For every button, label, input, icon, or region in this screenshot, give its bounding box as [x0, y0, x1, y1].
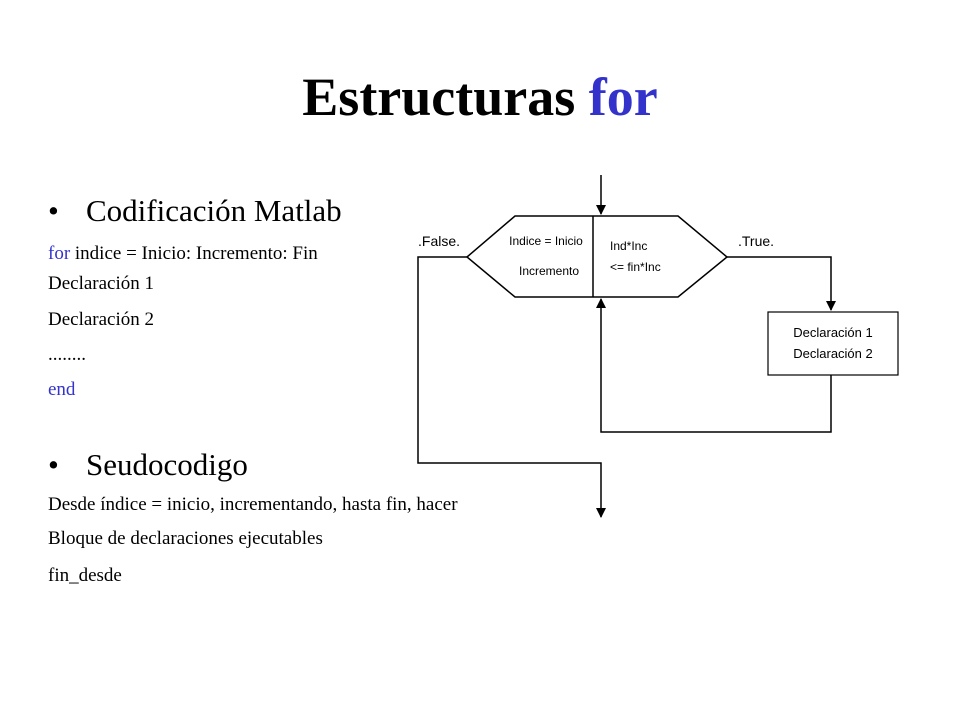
init-label: Indice = Inicio: [509, 234, 583, 248]
loop-body-box: [767, 311, 899, 376]
decision-hexagon: [465, 215, 729, 298]
page-title: Estructuras for: [0, 62, 960, 132]
condition-line-1: Ind*Inc: [610, 239, 647, 253]
increment-label: Incremento: [519, 264, 579, 278]
code-line-declaracion-1: Declaración 1: [48, 273, 155, 294]
code-line-declaracion-2: Declaración 2: [48, 309, 155, 330]
bullet-dot: •: [48, 193, 59, 228]
code-line-end: end: [48, 379, 76, 400]
heading-codificacion: Codificación Matlab: [86, 193, 342, 228]
pseudo-line-desde: Desde índice = inicio, incrementando, ha…: [48, 494, 458, 515]
false-branch-exit-arrow: [417, 256, 606, 518]
body-line-1: Declaración 1: [793, 325, 873, 340]
bullet-dot: •: [48, 447, 59, 482]
bullet-seudocodigo: • Seudocodigo: [48, 447, 248, 483]
true-label: .True.: [738, 233, 774, 249]
title-keyword: for: [588, 67, 658, 127]
loop-back-arrow: [596, 298, 832, 433]
heading-seudocodigo: Seudocodigo: [86, 447, 248, 482]
code-line-ellipsis: ........: [48, 344, 86, 365]
for-rest: indice = Inicio: Incremento: Fin: [70, 243, 318, 264]
false-label: .False.: [418, 233, 460, 249]
bullet-codificacion: • Codificación Matlab: [48, 193, 342, 229]
true-branch-arrow: [727, 256, 836, 311]
body-line-2: Declaración 2: [793, 346, 873, 361]
title-main: Estructuras: [302, 67, 576, 127]
pseudo-line-fin-desde: fin_desde: [48, 565, 122, 586]
code-line-for: for indice = Inicio: Incremento: Fin: [48, 243, 318, 265]
pseudo-line-bloque: Bloque de declaraciones ejecutables: [48, 528, 323, 549]
condition-line-2: <= fin*Inc: [610, 260, 661, 274]
for-keyword: for: [48, 243, 71, 264]
